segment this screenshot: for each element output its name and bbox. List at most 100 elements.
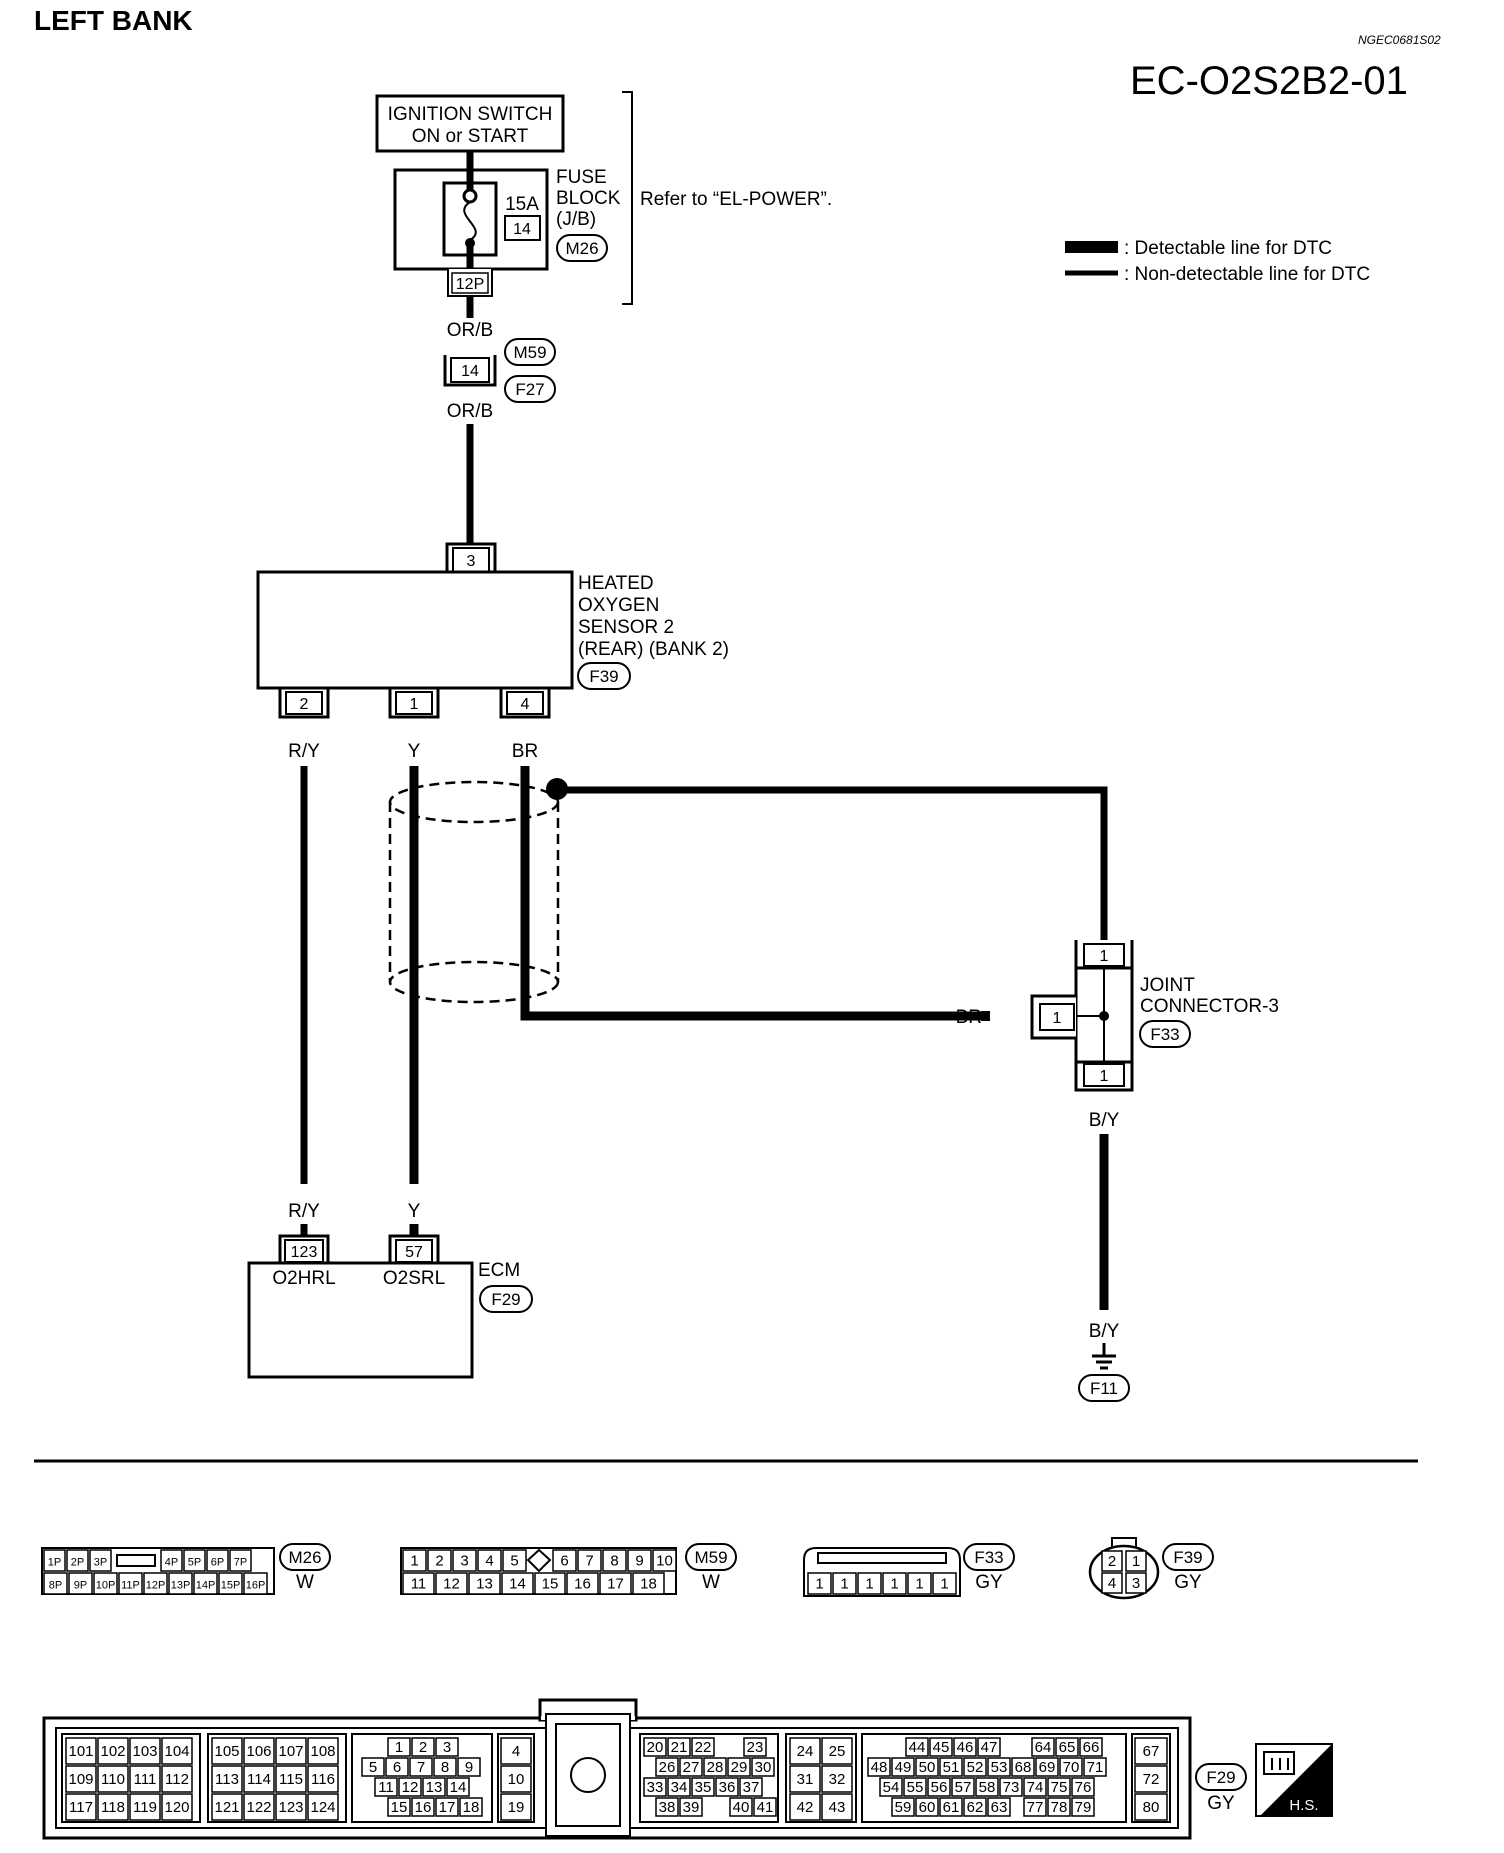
f29-pin-54-cell bbox=[879, 1777, 903, 1797]
f33-view-id: F33 bbox=[974, 1548, 1003, 1567]
f29-pin-80: 80 bbox=[1143, 1799, 1160, 1816]
f29-pin-11: 11 bbox=[378, 1779, 394, 1796]
m26-pin-15P: 15P bbox=[221, 1580, 241, 1592]
f33-pin-4: 1 bbox=[890, 1576, 898, 1593]
m26-pin-15P-cell bbox=[218, 1572, 243, 1595]
f29-pin-41-cell bbox=[753, 1797, 777, 1817]
sensor-label-2: OXYGEN bbox=[578, 595, 659, 616]
f29-pin-75: 75 bbox=[1051, 1779, 1068, 1796]
m26-pin-5P-cell bbox=[183, 1549, 206, 1572]
m26-pin-3P: 3P bbox=[94, 1557, 107, 1569]
f29-pin-58-cell bbox=[975, 1777, 999, 1797]
f29-pin-111: 111 bbox=[134, 1771, 157, 1788]
m26-pin-3P-cell bbox=[89, 1549, 112, 1572]
f29-pin-118-cell bbox=[97, 1793, 129, 1821]
f29-pin-55: 55 bbox=[907, 1779, 924, 1796]
hs-label: H.S. bbox=[1289, 1797, 1318, 1814]
sensor-pin-1: 1 bbox=[410, 696, 419, 713]
f29-pin-108-cell bbox=[307, 1737, 339, 1765]
wire-color-y: Y bbox=[408, 741, 421, 762]
f29-pin-26: 26 bbox=[659, 1759, 676, 1776]
ground-icon bbox=[1092, 1343, 1116, 1370]
f33-view-color: GY bbox=[975, 1572, 1003, 1593]
f29-pin-120-cell bbox=[161, 1793, 193, 1821]
fuse-connector-id: M26 bbox=[565, 239, 598, 258]
f29-pin-5-cell bbox=[361, 1757, 385, 1777]
f29-pin-35-cell bbox=[691, 1777, 715, 1797]
m26-pin-12P-cell bbox=[143, 1572, 168, 1595]
f29-pin-18-cell bbox=[459, 1797, 483, 1817]
f29-pin-117: 117 bbox=[69, 1799, 93, 1816]
f29-pin-46: 46 bbox=[957, 1739, 974, 1756]
m26-pin-9P: 9P bbox=[74, 1580, 87, 1592]
f29-pin-56-cell bbox=[927, 1777, 951, 1797]
f29-pin-69: 69 bbox=[1039, 1759, 1056, 1776]
f39-view-id-badge bbox=[1162, 1543, 1214, 1571]
f29-pin-115: 115 bbox=[279, 1771, 303, 1788]
f29-pin-12: 12 bbox=[402, 1779, 419, 1796]
m26-pin-11P: 11P bbox=[121, 1580, 140, 1592]
f29-view-color: GY bbox=[1207, 1793, 1235, 1814]
f29-pin-23: 23 bbox=[747, 1739, 764, 1756]
m59-pin-18-cell bbox=[632, 1572, 665, 1595]
ecm-terminal-o2hrl: O2HRL bbox=[272, 1268, 335, 1289]
f29-pin-7-cell bbox=[409, 1757, 433, 1777]
f29-pin-9-cell bbox=[457, 1757, 481, 1777]
f33-key-slot bbox=[817, 1552, 947, 1564]
f29-pin-49: 49 bbox=[895, 1759, 912, 1776]
sensor-pin-4: 4 bbox=[521, 696, 530, 713]
page-title: LEFT BANK bbox=[34, 5, 193, 36]
f29-pin-39-cell bbox=[679, 1797, 703, 1817]
f29-pin-116: 116 bbox=[311, 1771, 335, 1788]
f39-pin-1: 1 bbox=[1132, 1553, 1140, 1570]
f29-pin-30: 30 bbox=[755, 1759, 772, 1776]
f29-pin-105-cell bbox=[211, 1737, 243, 1765]
f29-pin-115-cell bbox=[275, 1765, 307, 1793]
f29-pin-1-cell bbox=[387, 1737, 411, 1757]
f29-pin-123: 123 bbox=[278, 1799, 303, 1816]
f29-pin-16: 16 bbox=[415, 1799, 432, 1816]
f29-pin-121-cell bbox=[211, 1793, 243, 1821]
m26-pin-8P: 8P bbox=[49, 1580, 62, 1592]
f29-pin-51-cell bbox=[939, 1757, 963, 1777]
m59-pin-6: 6 bbox=[560, 1553, 568, 1570]
m26-pin-11P-cell bbox=[118, 1572, 143, 1595]
m59-pin-1: 1 bbox=[410, 1553, 418, 1570]
f29-pin-4: 4 bbox=[512, 1743, 520, 1760]
legend-detectable: : Detectable line for DTC bbox=[1124, 238, 1332, 259]
f29-pin-32: 32 bbox=[829, 1771, 846, 1788]
f29-pin-76-cell bbox=[1071, 1777, 1095, 1797]
f29-pin-49-cell bbox=[891, 1757, 915, 1777]
shield-icon bbox=[388, 780, 560, 1004]
f29-pin-63-cell bbox=[987, 1797, 1011, 1817]
f29-pin-123-cell bbox=[275, 1793, 307, 1821]
m59-pin-8: 8 bbox=[610, 1553, 618, 1570]
f33-pin-1: 1 bbox=[815, 1576, 823, 1593]
f29-pin-108: 108 bbox=[310, 1743, 335, 1760]
wire-color-orb-bottom: OR/B bbox=[447, 401, 493, 422]
f29-pin-77-cell bbox=[1023, 1797, 1047, 1817]
f29-pin-56: 56 bbox=[931, 1779, 948, 1796]
wire-ground-br bbox=[520, 766, 985, 1021]
f29-pin-37: 37 bbox=[743, 1779, 760, 1796]
f29-pin-110-cell bbox=[97, 1765, 129, 1793]
f29-pin-48: 48 bbox=[871, 1759, 888, 1776]
f33-pin-3: 1 bbox=[865, 1576, 873, 1593]
m59-pin-4: 4 bbox=[485, 1553, 493, 1570]
f29-pin-65: 65 bbox=[1059, 1739, 1076, 1756]
f29-view-id-badge bbox=[1195, 1763, 1247, 1791]
f29-pin-45: 45 bbox=[933, 1739, 950, 1756]
f29-pin-68-cell bbox=[1011, 1757, 1035, 1777]
f29-pin-20: 20 bbox=[647, 1739, 664, 1756]
f29-pin-29: 29 bbox=[731, 1759, 748, 1776]
f29-pin-3: 3 bbox=[443, 1739, 451, 1756]
f29-pin-43: 43 bbox=[829, 1799, 846, 1816]
f29-pin-58: 58 bbox=[979, 1779, 996, 1796]
fuse-rating: 15A bbox=[505, 194, 539, 215]
f29-pin-33: 33 bbox=[647, 1779, 664, 1796]
f29-pin-44-cell bbox=[905, 1737, 929, 1757]
f29-pin-53-cell bbox=[987, 1757, 1011, 1777]
ignition-switch-state: ON or START bbox=[412, 126, 529, 147]
m59-pin-9-cell bbox=[627, 1549, 652, 1572]
